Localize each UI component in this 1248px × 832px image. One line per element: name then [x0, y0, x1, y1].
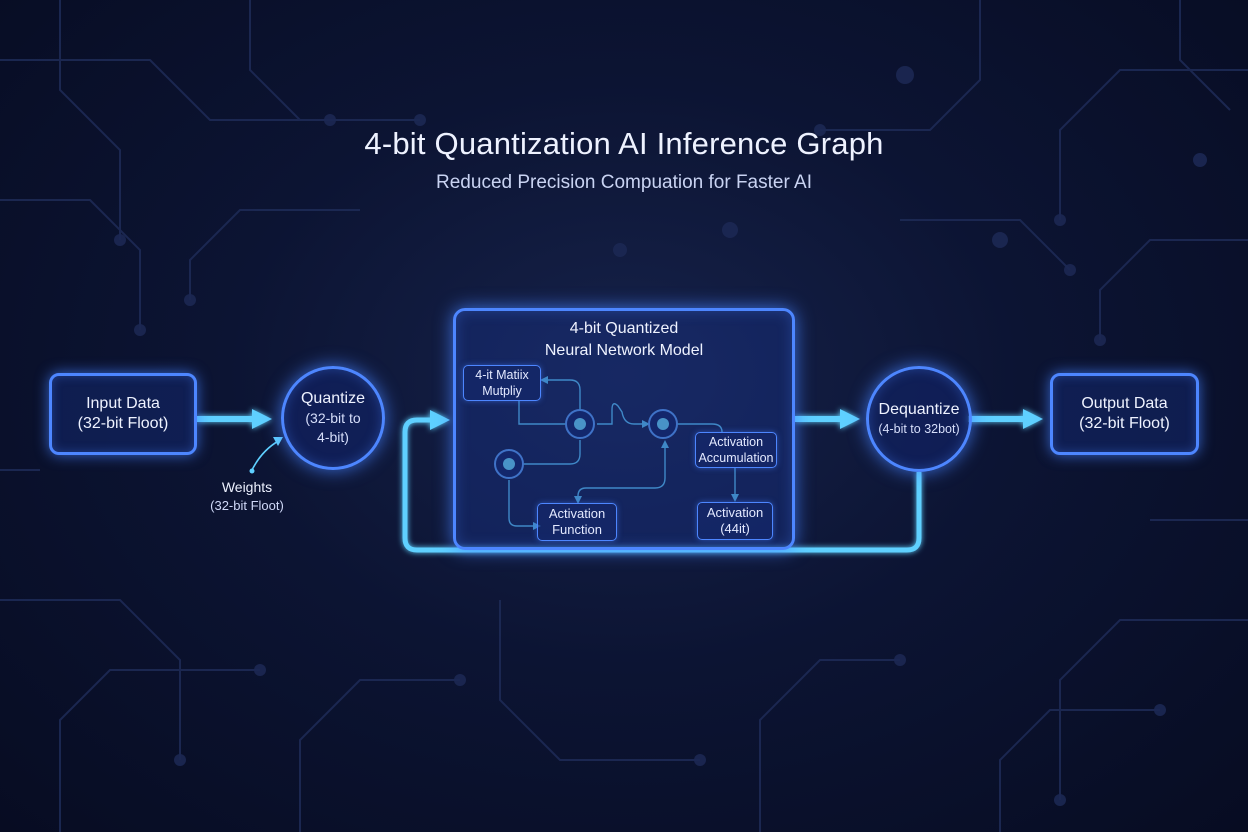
feedback-loop — [402, 417, 922, 553]
activation-function-box: Activation Function — [537, 503, 617, 541]
inner-edge-f — [577, 444, 666, 500]
arrow-input-quantize — [197, 416, 255, 422]
quantize-label: Quantize — [300, 390, 366, 407]
dequantize-sub: (4-bit to 32bot) — [878, 421, 960, 436]
model-title-line-1: 4-bit Quantized — [569, 320, 679, 337]
activation-4bit-line-1: Activation — [706, 505, 764, 520]
dequantize-node: Dequantize (4-bit to 32bot) — [866, 366, 972, 472]
output-data-node: Output Data (32-bit Floot) — [1050, 373, 1199, 455]
inner-edge-c — [597, 403, 648, 425]
inner-edge-b — [548, 379, 581, 411]
weights-sub: (32-bit Floot) — [210, 498, 284, 513]
arrow-weights — [251, 439, 281, 471]
input-data-label: Input Data — [86, 395, 160, 412]
diagram-title: 4-bit Quantization AI Inference Graph — [364, 126, 884, 161]
inner-edge-g — [676, 423, 723, 433]
matrix-multiply-line-2: Mutpliy — [482, 384, 522, 398]
arrowhead-loop — [430, 410, 450, 430]
arrowhead-quantize — [252, 409, 272, 429]
matrix-multiply-line-1: 4-it Matiix — [475, 368, 529, 382]
activation-4bit-line-2: (44it) — [720, 521, 750, 536]
quantize-sub-2: 4-bit) — [317, 429, 349, 445]
arrowhead-dequantize — [840, 409, 860, 429]
activation-function-line-2: Function — [552, 522, 602, 537]
quantize-node: Quantize (32-bit to 4-bit) — [281, 366, 385, 470]
activation-function-line-1: Activation — [548, 506, 606, 521]
arrow-dequantize-output — [968, 416, 1026, 422]
activation-accumulation-line-1: Activation — [708, 435, 764, 449]
quantize-sub-1: (32-bit to — [305, 410, 361, 426]
activation-accumulation-line-2: Accumulation — [698, 451, 774, 465]
dequantize-label: Dequantize — [878, 400, 960, 418]
input-data-sub: (32-bit Floot) — [77, 415, 169, 432]
arrowhead-output — [1023, 409, 1043, 429]
inner-edge-d — [523, 440, 581, 465]
inner-edge-a — [518, 400, 568, 425]
output-data-sub: (32-bit Floot) — [1079, 415, 1170, 432]
model-title-line-2: Neural Network Model — [544, 342, 704, 359]
weights-label-group: Weights (32-bit Floot) — [188, 478, 306, 515]
activation-4bit-box: Activation (44it) — [697, 502, 773, 540]
weights-label: Weights — [221, 479, 273, 495]
input-data-node: Input Data (32-bit Floot) — [49, 373, 197, 455]
model-title: 4-bit Quantized Neural Network Model — [453, 318, 795, 362]
diagram-subtitle: Reduced Precision Compuation for Faster … — [436, 172, 812, 193]
matrix-multiply-box: 4-it Matiix Mutpliy — [463, 365, 541, 401]
activation-accumulation-box: Activation Accumulation — [695, 432, 777, 468]
output-data-label: Output Data — [1081, 395, 1168, 412]
arrow-model-dequantize — [795, 416, 843, 422]
inner-edge-e — [508, 480, 533, 527]
